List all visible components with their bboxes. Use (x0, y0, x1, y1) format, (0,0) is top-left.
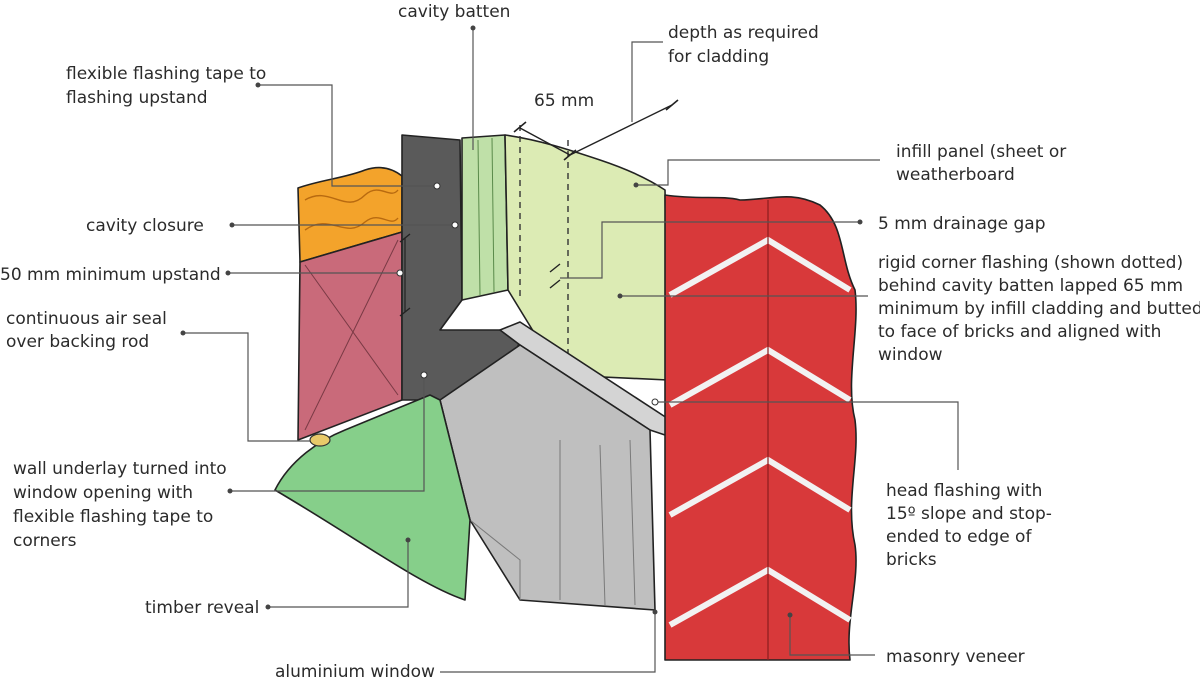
leader-masonry (789, 615, 875, 656)
insulation-wave (304, 189, 399, 203)
label-rigid-line-4: to face of bricks and aligned with (878, 322, 1161, 342)
dot-flex-tape (255, 82, 261, 88)
label-infill-line-2: weatherboard (896, 165, 1015, 185)
leader-depth (631, 41, 663, 122)
label-wall-underlay: wall underlay turned into window opening… (13, 459, 232, 551)
dot-timber-reveal-end (405, 537, 411, 543)
illustration (274, 125, 857, 661)
leader-head-flashing (655, 401, 959, 470)
dot-cavity-batten (470, 25, 476, 31)
framing-cross (304, 239, 399, 431)
label-head-line-2: 15º slope and stop- (886, 504, 1052, 524)
label-air-seal-line-1: continuous air seal (6, 309, 167, 329)
label-air-seal: continuous air seal over backing rod (6, 309, 172, 352)
brick-mortar-lines (668, 200, 852, 660)
insulation-wave-2 (304, 217, 399, 231)
infill-cladding (504, 134, 669, 381)
dot-drainage (857, 219, 863, 225)
label-rigid-line-3: minimum by infill cladding and butted (878, 299, 1200, 319)
leader-air-seal (183, 332, 310, 442)
dot-cavity-closure (229, 222, 235, 228)
leader-window (440, 612, 656, 673)
label-depth-line-1: depth as required (668, 23, 819, 43)
label-head-line-4: bricks (886, 550, 937, 570)
label-min-upstand: 50 mm minimum upstand (0, 265, 221, 285)
cavity-batten-shape (461, 134, 509, 301)
label-infill-panel: infill panel (sheet or weatherboard (896, 142, 1072, 185)
label-head-line-1: head flashing with (886, 481, 1042, 501)
dot-rigid (617, 293, 623, 299)
label-flex-tape: flexible flashing tape to flashing upsta… (66, 64, 272, 108)
label-underlay-line-1: wall underlay turned into (13, 459, 227, 479)
dot-window (652, 609, 658, 615)
leader-infill (636, 159, 880, 186)
label-drainage-gap: 5 mm drainage gap (878, 214, 1046, 234)
window-mullion (559, 439, 636, 606)
label-air-seal-line-2: over backing rod (6, 332, 149, 352)
label-rigid-line-5: window (878, 345, 943, 365)
label-underlay-line-4: corners (13, 531, 77, 551)
dot-masonry (787, 612, 793, 618)
backing-rod (309, 433, 331, 447)
dim-tick-1 (513, 99, 679, 161)
dot-head-flashing (651, 398, 659, 406)
dot-timber-reveal (265, 604, 271, 610)
label-head-flashing: head flashing with 15º slope and stop- e… (886, 481, 1057, 570)
label-flex-tape-line-2: flashing upstand (66, 88, 208, 108)
label-underlay-line-2: window opening with (13, 483, 193, 503)
timber-reveal-shape (274, 394, 471, 601)
dot-infill (633, 182, 639, 188)
leader-dots (180, 25, 863, 618)
leader-lines (183, 28, 959, 673)
dim-depth-line (569, 104, 673, 156)
label-rigid-line-2: behind cavity batten lapped 65 mm (878, 276, 1183, 296)
label-cavity-batten: cavity batten (398, 2, 510, 22)
dim-65-line (519, 127, 571, 156)
label-rigid-line-1: rigid corner flashing (shown dotted) (878, 253, 1183, 273)
label-depth-line-2: for cladding (668, 47, 769, 67)
dimension-marks (399, 99, 679, 317)
dot-flex-tape-end (433, 182, 441, 190)
leader-timber-reveal (268, 540, 409, 608)
label-65mm: 65 mm (534, 91, 594, 111)
leader-underlay (230, 375, 425, 492)
label-cavity-closure: cavity closure (86, 216, 204, 236)
label-head-line-3: ended to edge of (886, 527, 1032, 547)
label-underlay-line-3: flexible flashing tape to (13, 507, 213, 527)
window-glass (469, 519, 521, 600)
dot-underlay (227, 488, 233, 494)
dot-cavity-closure-end (451, 221, 459, 229)
label-timber-reveal: timber reveal (145, 598, 259, 618)
dot-upstand-end (396, 269, 404, 277)
leader-flex-tape (258, 84, 437, 187)
label-rigid-flashing: rigid corner flashing (shown dotted) beh… (878, 253, 1200, 365)
label-aluminium-window: aluminium window (275, 662, 435, 680)
aluminium-window-shape (439, 344, 656, 611)
label-flex-tape-line-1: flexible flashing tape to (66, 64, 266, 84)
label-infill-line-1: infill panel (sheet or (896, 142, 1066, 162)
label-depth: depth as required for cladding (668, 23, 824, 67)
dim-upstand-ticks (399, 233, 411, 317)
dim-gap-ticks (549, 263, 561, 289)
dot-air-seal (180, 330, 186, 336)
leader-drainage-gap (560, 221, 860, 279)
dot-underlay-end (420, 371, 428, 379)
batten-line (477, 137, 495, 296)
label-masonry-veneer: masonry veneer (886, 647, 1025, 667)
masonry-veneer-shape (664, 194, 857, 661)
dot-upstand (225, 270, 231, 276)
